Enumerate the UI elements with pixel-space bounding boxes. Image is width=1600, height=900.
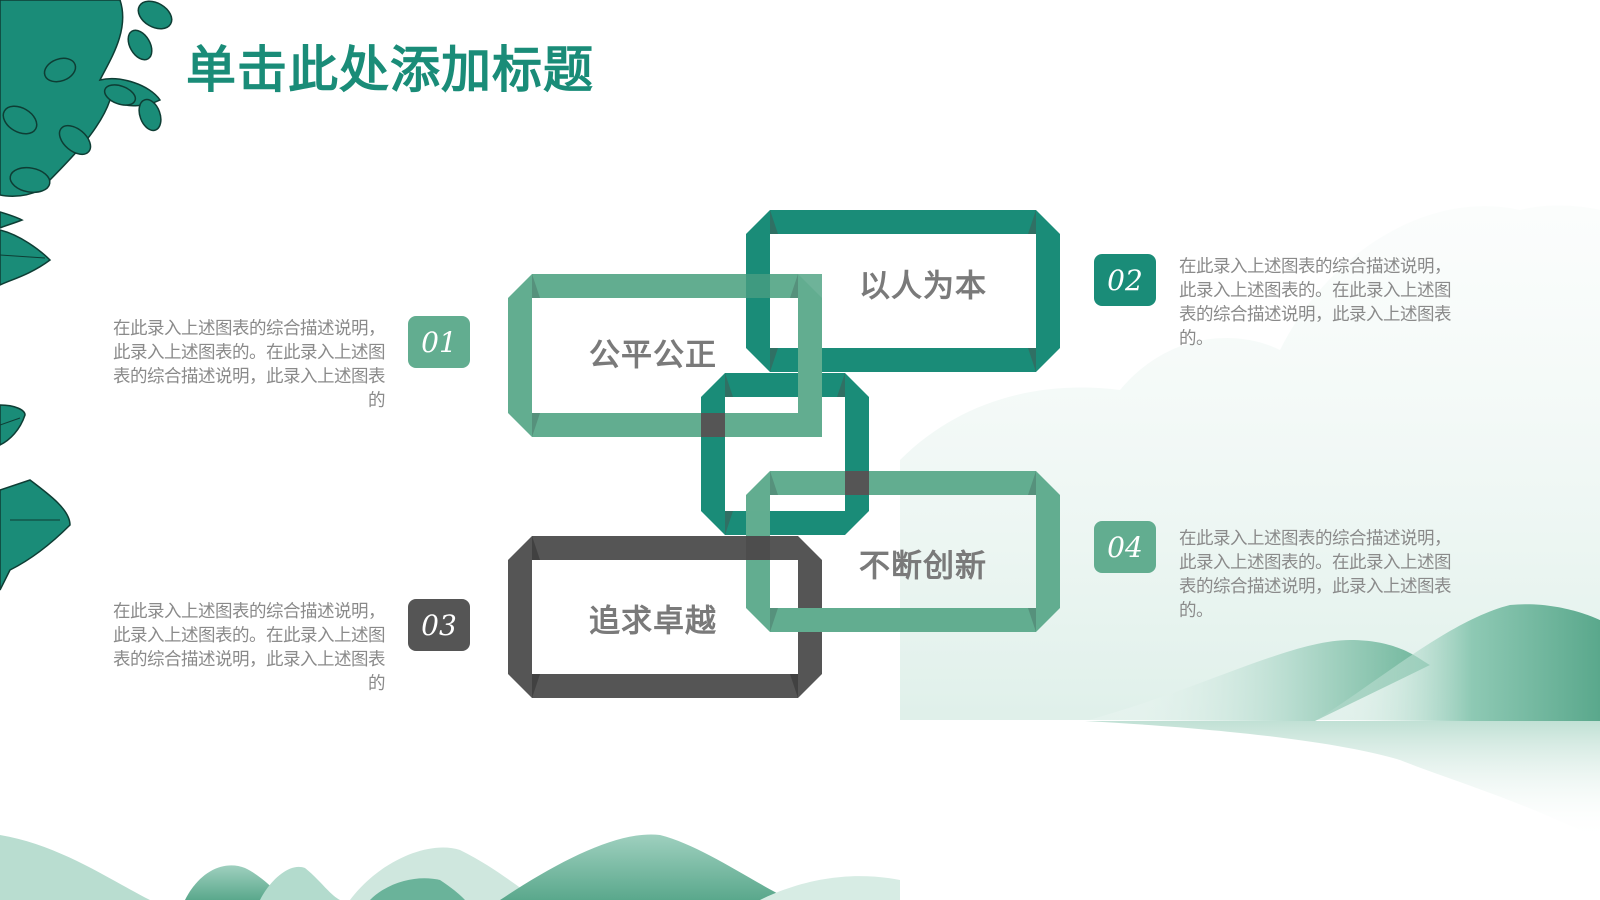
frame-label-gongping: 公平公正 <box>589 337 717 374</box>
frame-center-link[interactable] <box>701 373 869 535</box>
mountain-icon <box>1085 604 1600 840</box>
description-03[interactable]: 在此录入上述图表的综合描述说明，此录入上述图表的。在此录入上述图表的综合描述说明… <box>113 602 386 694</box>
overlap-cell <box>746 274 770 298</box>
slide-title[interactable]: 单击此处添加标题 <box>186 41 594 99</box>
badge-02: 02 <box>1094 254 1156 306</box>
overlap-cell <box>746 536 770 560</box>
frame-label-zhuiqiu: 追求卓越 <box>589 603 717 640</box>
frame-yiren-weiben[interactable] <box>746 210 1060 372</box>
cloud-icon <box>900 205 1600 721</box>
frame-c-overlap <box>845 495 869 511</box>
frame-d-bottom-overlap <box>798 608 822 632</box>
overlap-cell <box>845 471 869 495</box>
description-02[interactable]: 在此录入上述图表的综合描述说明，此录入上述图表的。在此录入上述图表的综合描述说明… <box>1179 257 1452 349</box>
badge-04: 04 <box>1094 521 1156 573</box>
description-04[interactable]: 在此录入上述图表的综合描述说明，此录入上述图表的。在此录入上述图表的综合描述说明… <box>1179 529 1452 621</box>
frame-buduan-chuangxin[interactable] <box>746 471 1060 632</box>
frame-a-bottom-overlap <box>725 413 798 437</box>
hills-icon <box>0 834 900 900</box>
badge-01: 01 <box>408 316 470 368</box>
frame-a-right-overlap <box>798 348 822 437</box>
frame-c-bottom-overlap <box>770 511 845 535</box>
badge-03: 03 <box>408 599 470 651</box>
leaf-cluster-icon <box>0 0 173 591</box>
overlap-cell <box>746 511 770 535</box>
frame-label-yiren: 以人为本 <box>859 268 987 305</box>
frame-label-buduan: 不断创新 <box>859 548 987 585</box>
overlap-cell <box>701 413 725 437</box>
frame-a-overlap <box>798 274 822 348</box>
description-01[interactable]: 在此录入上述图表的综合描述说明，此录入上述图表的。在此录入上述图表的综合描述说明… <box>113 319 386 411</box>
leaf-veins <box>0 254 60 521</box>
frame-e-top-overlap <box>770 536 798 560</box>
